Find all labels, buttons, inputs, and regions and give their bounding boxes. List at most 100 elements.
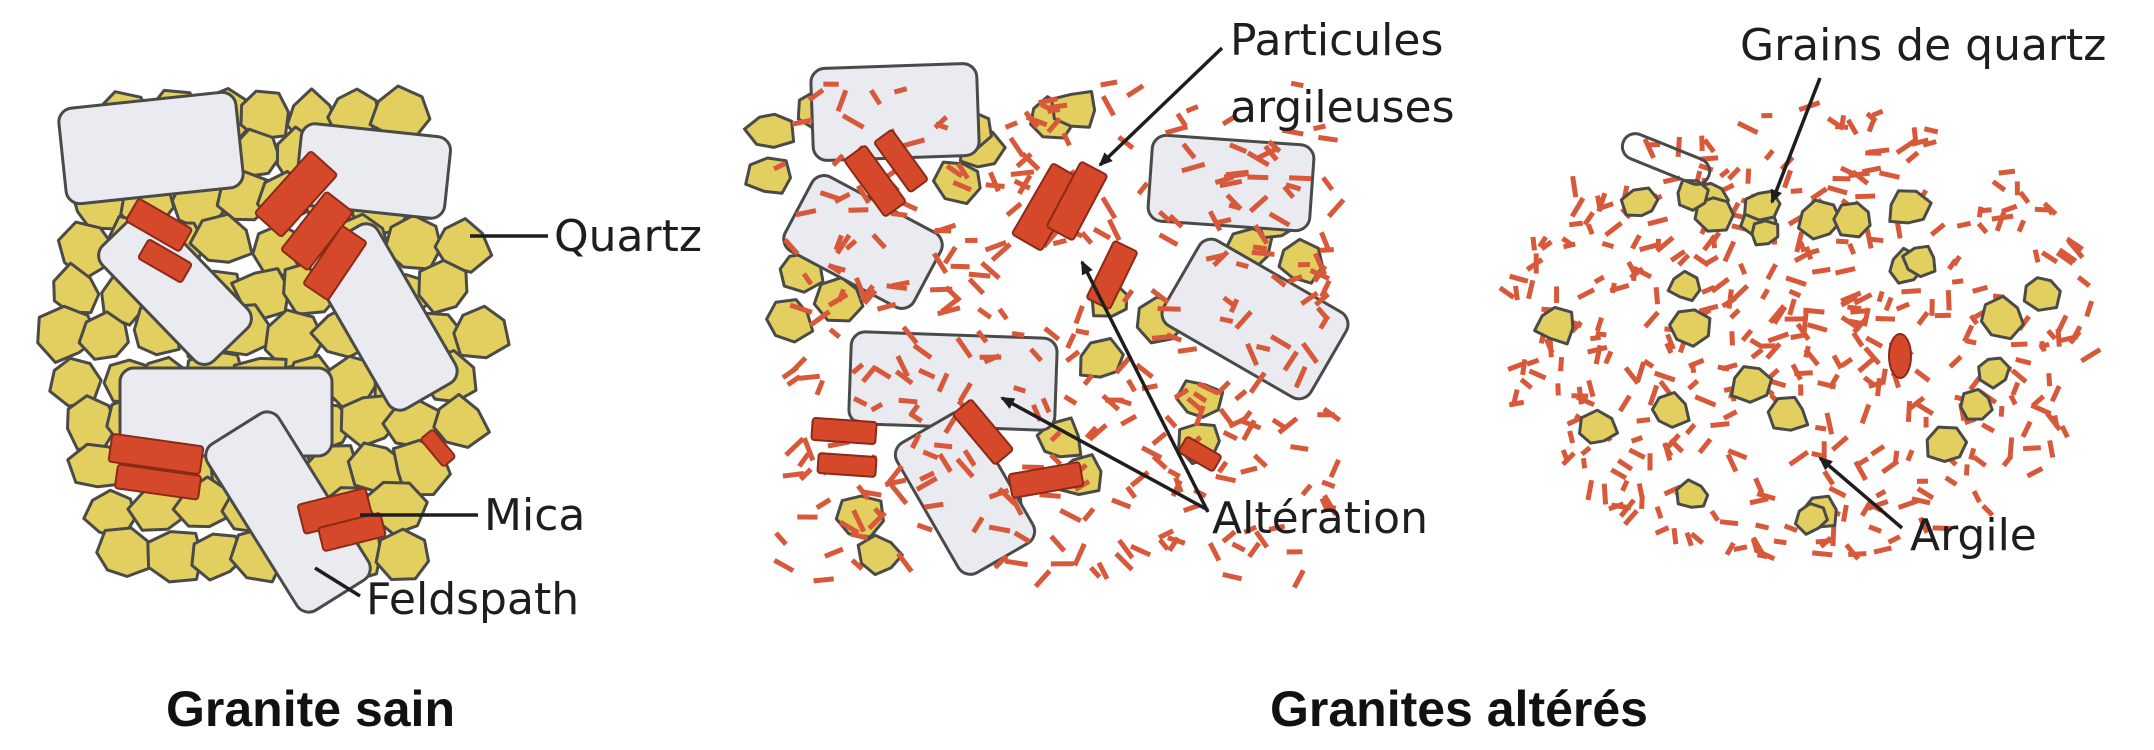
clay-particle: [1051, 561, 1074, 566]
clay-particle: [1685, 423, 1697, 435]
quartz-grain: [858, 535, 902, 574]
clay-particle: [799, 374, 820, 381]
clay-particle: [1569, 221, 1583, 228]
clay-particle: [1247, 175, 1268, 181]
clay-particle: [1879, 170, 1900, 179]
clay-particle: [1571, 393, 1588, 398]
clay-particle: [1053, 238, 1067, 246]
clay-particle: [1321, 480, 1335, 489]
clay-particle: [1105, 398, 1124, 403]
clay-particle: [1554, 286, 1559, 303]
clay-particle: [1877, 291, 1885, 303]
clay-particle: [1703, 138, 1716, 153]
clay-particle: [1812, 550, 1833, 557]
clay-particle: [1948, 355, 1962, 369]
clay-particle: [1785, 316, 1805, 321]
residual-mica-flake: [1889, 334, 1911, 378]
clay-particle: [968, 277, 985, 295]
clay-particle: [1868, 524, 1882, 533]
clay-particle: [1167, 468, 1181, 478]
quartz-grain: [1668, 271, 1700, 300]
clay-particle: [1992, 179, 2007, 192]
clay-particle: [1828, 486, 1846, 499]
clay-particle: [1870, 444, 1885, 456]
clay-particle: [1802, 311, 1809, 333]
clay-particle: [1639, 242, 1658, 252]
clay-particle: [815, 497, 831, 509]
clay-particle: [1602, 241, 1614, 249]
quartz-label: Quartz: [554, 211, 702, 262]
clay-particle: [1080, 231, 1093, 245]
clay-particle: [2015, 181, 2020, 195]
clay-particle: [1822, 470, 1835, 486]
clay-particle: [1812, 267, 1831, 275]
clay-particle: [1914, 368, 1931, 382]
clay-particle: [896, 552, 914, 573]
clay-particle: [1789, 289, 1802, 298]
clay-particle: [1787, 298, 1796, 315]
quartz-grain: [1768, 397, 1808, 430]
clay-particle: [1049, 535, 1066, 553]
clay-particle: [1570, 176, 1578, 198]
grains-quartz-arrow: [1772, 78, 1820, 202]
clay-particle: [1290, 444, 1309, 452]
clay-particle: [1964, 464, 1970, 475]
clay-particle: [784, 437, 805, 457]
clay-particle: [1705, 255, 1719, 266]
clay-particle: [1865, 336, 1883, 349]
clay-particle: [1636, 417, 1650, 424]
clay-particle: [1699, 136, 1705, 152]
clay-particle: [1654, 371, 1676, 383]
clay-particle: [2001, 204, 2017, 214]
clay-particle: [2084, 300, 2094, 317]
clay-particle: [1896, 302, 1910, 312]
clay-particle: [2021, 421, 2033, 438]
clay-particle: [977, 307, 992, 320]
clay-particle: [1774, 539, 1787, 546]
clay-particle: [1620, 480, 1629, 492]
clay-particle: [1972, 455, 1987, 468]
clay-particle: [1292, 569, 1306, 589]
clay-particle: [1851, 331, 1864, 347]
clay-particle: [1223, 430, 1238, 441]
clay-particle: [1840, 115, 1847, 126]
quartz-grain: [1796, 504, 1828, 535]
clay-particle: [1318, 135, 1338, 143]
clay-particle: [1811, 451, 1822, 458]
clay-particle: [1788, 450, 1809, 467]
clay-particle: [1222, 572, 1242, 581]
clay-particle: [943, 246, 958, 265]
clay-particle: [1643, 311, 1660, 329]
clay-particle: [1827, 185, 1848, 195]
clay-particle: [1034, 569, 1052, 588]
clay-particle: [1723, 409, 1738, 420]
clay-particle: [815, 380, 825, 396]
clay-particle: [1785, 275, 1807, 286]
clay-particle: [1072, 543, 1086, 567]
clay-particle: [1530, 237, 1537, 251]
clay-particle: [1655, 506, 1664, 519]
clay-particle: [1698, 438, 1713, 455]
clay-particle: [1944, 476, 1957, 487]
scattered-quartz-grains: [1535, 181, 2061, 535]
clay-particle: [1841, 504, 1849, 522]
clay-particle: [1093, 227, 1111, 240]
clay-particle: [1580, 446, 1591, 457]
clay-particle: [1063, 394, 1077, 405]
clay-particle: [1898, 498, 1920, 510]
clay-particle: [1240, 466, 1258, 475]
clay-particle: [1831, 435, 1849, 452]
clay-particle: [1178, 346, 1198, 354]
clay-particle: [1790, 333, 1804, 340]
quartz-grain: [1979, 358, 2010, 388]
clay-particle: [1727, 166, 1741, 180]
granite-sain-panel: [38, 86, 509, 617]
clay-particle: [1917, 479, 1928, 484]
clay-particle: [1729, 331, 1735, 345]
clay-particle: [1687, 379, 1699, 391]
clay-particle: [1733, 544, 1747, 552]
clay-particle: [1929, 299, 1934, 316]
clay-particle: [1137, 181, 1150, 195]
clay-particle: [773, 558, 794, 573]
